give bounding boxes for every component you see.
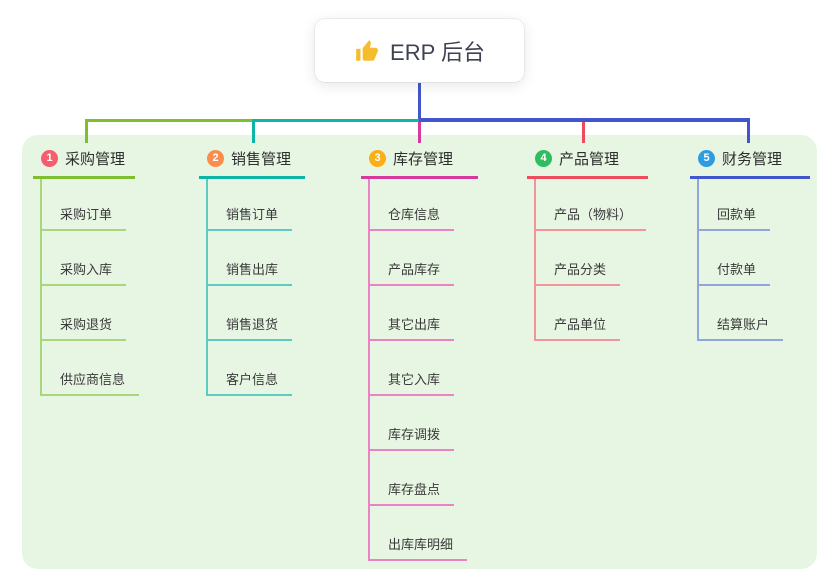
branch-header[interactable]: 4 产品管理 <box>527 146 648 179</box>
node-item[interactable]: 销售订单 <box>208 179 293 231</box>
branch-drop-line-5 <box>747 118 750 143</box>
node-item[interactable]: 其它入库 <box>370 341 455 396</box>
node-item[interactable]: 采购订单 <box>42 179 127 231</box>
branch-items: 回款单 付款单 结算账户 <box>697 179 810 341</box>
branch-label: 产品管理 <box>559 150 620 168</box>
node-item[interactable]: 其它出库 <box>370 286 455 341</box>
branch-sales: 2 销售管理 销售订单 销售出库 销售退货 客户信息 <box>199 146 305 396</box>
branch-items: 产品（物料） 产品分类 产品单位 <box>534 179 648 341</box>
node-item[interactable]: 产品分类 <box>536 231 621 286</box>
branch-finance: 5 财务管理 回款单 付款单 结算账户 <box>690 146 810 341</box>
node-item[interactable]: 产品单位 <box>536 286 621 341</box>
branch-label: 库存管理 <box>393 150 454 168</box>
node-item[interactable]: 回款单 <box>699 179 771 231</box>
node-item[interactable]: 采购入库 <box>42 231 127 286</box>
node-item[interactable]: 销售退货 <box>208 286 293 341</box>
branch-items: 采购订单 采购入库 采购退货 供应商信息 <box>40 179 140 396</box>
node-item[interactable]: 供应商信息 <box>42 341 140 396</box>
root-node[interactable]: ERP 后台 <box>315 19 524 82</box>
branch-header[interactable]: 3 库存管理 <box>361 146 478 179</box>
node-item[interactable]: 付款单 <box>699 231 771 286</box>
branch-number-badge: 5 <box>698 149 715 167</box>
node-item[interactable]: 结算账户 <box>699 286 784 341</box>
branch-drop-line-1 <box>85 119 88 143</box>
thumbs-up-icon <box>356 39 378 61</box>
branch-drop-line-3 <box>418 122 421 143</box>
branch-header[interactable]: 1 采购管理 <box>33 146 135 179</box>
root-stem-line <box>418 82 421 122</box>
mindmap-canvas <box>22 135 817 569</box>
root-title: ERP 后台 <box>390 39 485 65</box>
node-item[interactable]: 产品库存 <box>370 231 455 286</box>
branch-purchase: 1 采购管理 采购订单 采购入库 采购退货 供应商信息 <box>33 146 140 396</box>
bus-line-right <box>419 118 750 122</box>
node-item[interactable]: 库存盘点 <box>370 451 455 506</box>
node-item[interactable]: 库存调拨 <box>370 396 455 451</box>
branch-label: 采购管理 <box>65 150 126 168</box>
branch-product: 4 产品管理 产品（物料） 产品分类 产品单位 <box>527 146 648 341</box>
branch-header[interactable]: 5 财务管理 <box>690 146 810 179</box>
branch-inventory: 3 库存管理 仓库信息 产品库存 其它出库 其它入库 库存调拨 库存盘点 出库库… <box>361 146 478 561</box>
node-item[interactable]: 出库库明细 <box>370 506 468 561</box>
node-item[interactable]: 产品（物料） <box>536 179 647 231</box>
branch-number-badge: 1 <box>41 149 58 167</box>
branch-header[interactable]: 2 销售管理 <box>199 146 305 179</box>
branch-drop-line-2 <box>252 119 255 143</box>
bus-line-mid <box>254 119 419 122</box>
node-item[interactable]: 客户信息 <box>208 341 293 396</box>
node-item[interactable]: 销售出库 <box>208 231 293 286</box>
branch-items: 销售订单 销售出库 销售退货 客户信息 <box>206 179 305 396</box>
branch-items: 仓库信息 产品库存 其它出库 其它入库 库存调拨 库存盘点 出库库明细 <box>368 179 478 561</box>
branch-label: 财务管理 <box>722 150 783 168</box>
branch-number-badge: 2 <box>207 149 224 167</box>
bus-line-left <box>85 119 254 122</box>
branch-number-badge: 3 <box>369 149 386 167</box>
branch-label: 销售管理 <box>231 150 292 168</box>
node-item[interactable]: 采购退货 <box>42 286 127 341</box>
node-item[interactable]: 仓库信息 <box>370 179 455 231</box>
branch-number-badge: 4 <box>535 149 552 167</box>
branch-drop-line-4 <box>582 122 585 143</box>
